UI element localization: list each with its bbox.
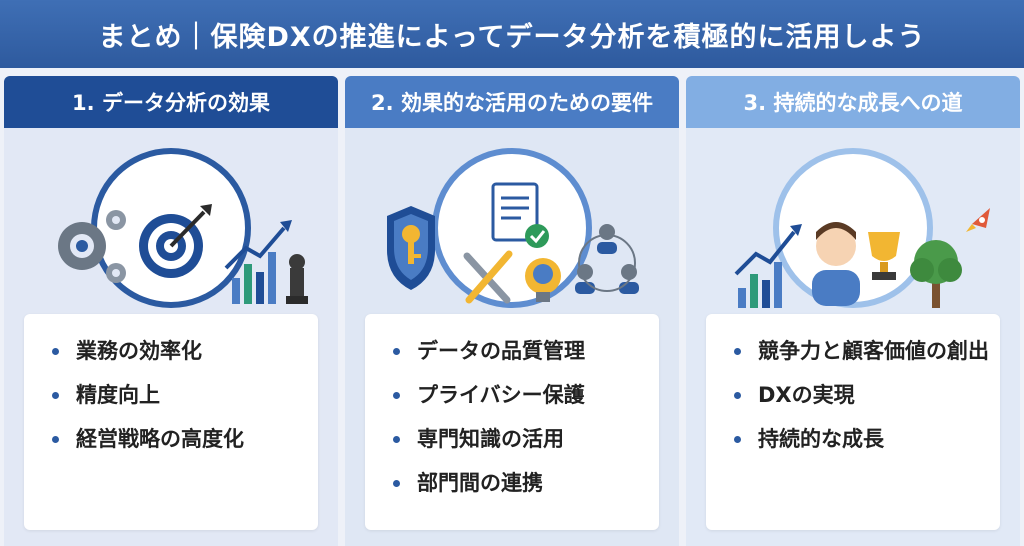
list-item: プライバシー保護 <box>387 380 659 410</box>
page-title: まとめ｜保険DXの推進によってデータ分析を積極的に活用しよう <box>98 21 926 53</box>
column-sustainable-growth: 3. 持続的な成長への道 <box>686 76 1020 546</box>
chess-piece-icon <box>286 254 308 304</box>
requirements-card: データの品質管理 プライバシー保護 専門知識の活用 部門間の連携 <box>365 314 659 530</box>
shield-key-icon <box>387 206 435 290</box>
growth-illustration <box>734 208 990 308</box>
tree-icon <box>910 240 962 308</box>
rocket-icon <box>966 208 990 232</box>
list-item: 競争力と顧客価値の創出 <box>728 336 1000 366</box>
lightbulb-brain-icon <box>525 258 561 302</box>
trophy-icon <box>868 232 900 280</box>
document-check-icon <box>491 182 549 248</box>
analytics-illustration <box>58 204 308 304</box>
list-item: DXの実現 <box>728 380 1000 410</box>
list-item: 専門知識の活用 <box>387 424 659 454</box>
list-item: 持続的な成長 <box>728 424 1000 454</box>
column-heading: 3. 持続的な成長への道 <box>686 76 1020 128</box>
column-heading: 2. 効果的な活用のための要件 <box>345 76 679 128</box>
bar-chart-icon <box>224 220 292 304</box>
list-item: 部門間の連携 <box>387 468 659 498</box>
team-network-icon <box>575 224 639 294</box>
list-item: 精度向上 <box>46 380 318 410</box>
target-icon <box>139 204 212 278</box>
person-icon <box>812 222 860 306</box>
growth-card: 競争力と顧客価値の創出 DXの実現 持続的な成長 <box>706 314 1000 530</box>
column-data-analysis-effects: 1. データ分析の効果 <box>4 76 338 546</box>
list-item: データの品質管理 <box>387 336 659 366</box>
column-heading: 1. データ分析の効果 <box>4 76 338 128</box>
effects-card: 業務の効率化 精度向上 経営戦略の高度化 <box>24 314 318 530</box>
title-bar: まとめ｜保険DXの推進によってデータ分析を積極的に活用しよう <box>0 0 1024 68</box>
list-item: 経営戦略の高度化 <box>46 424 318 454</box>
column-requirements: 2. 効果的な活用のための要件 <box>345 76 679 546</box>
growth-chart-icon <box>734 224 802 308</box>
list-item: 業務の効率化 <box>46 336 318 366</box>
wrench-screwdriver-icon <box>463 250 513 304</box>
gear-icon <box>58 210 126 283</box>
requirements-illustration <box>387 182 639 304</box>
sparkle-icon <box>968 494 996 522</box>
